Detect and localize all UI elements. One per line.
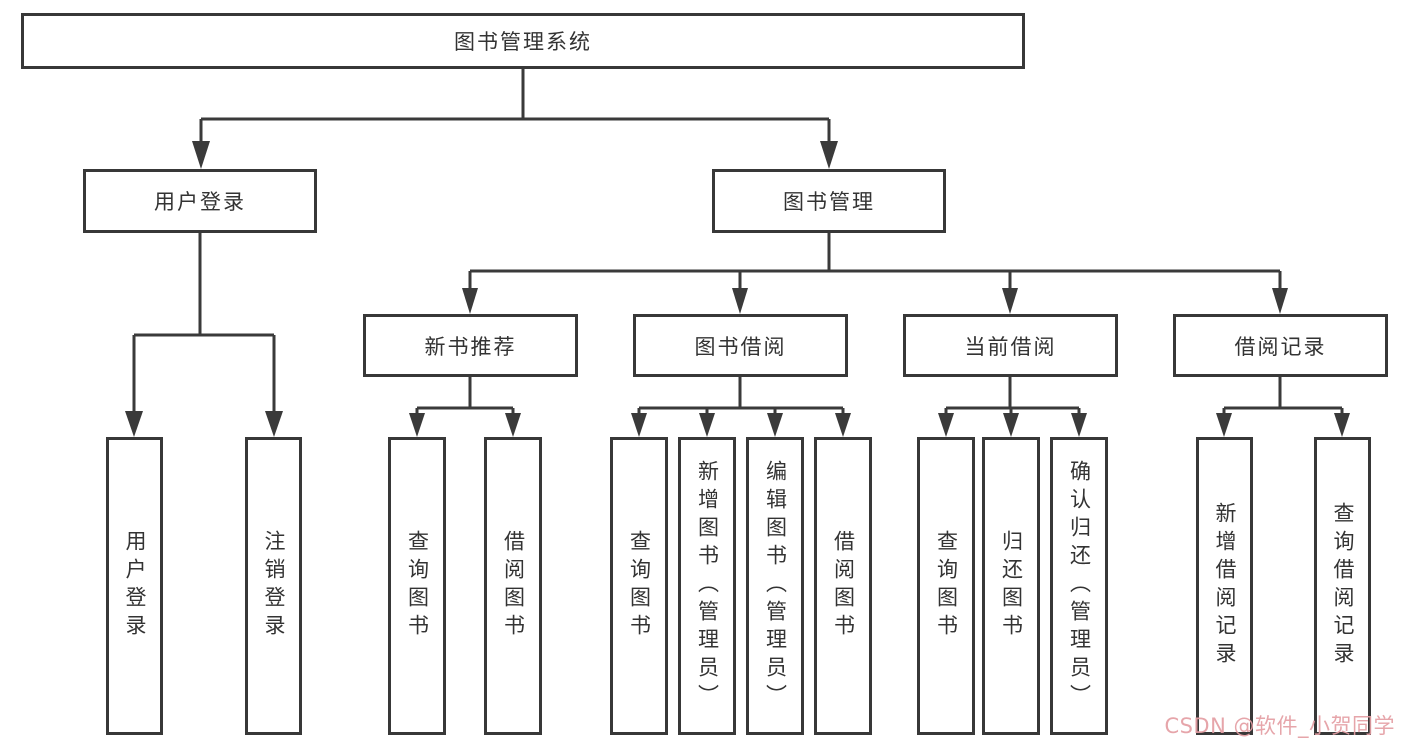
node-root-label: 图书管理系统 <box>454 30 592 54</box>
node-current-borrow: 当前借阅 <box>903 314 1118 377</box>
edge-new-book-rec-to-children <box>409 377 521 437</box>
node-book-mgmt-label: 图书管理 <box>783 190 875 214</box>
node-cb-query-book: 查询图书 <box>917 437 975 735</box>
node-user-login: 用户登录 <box>83 169 317 233</box>
node-root: 图书管理系统 <box>21 13 1025 69</box>
node-cb-query-book-label: 查询图书 <box>934 530 959 642</box>
node-bb-query-book-label: 查询图书 <box>627 530 652 642</box>
node-bb-edit-book: 编辑图书（管理员） <box>746 437 804 735</box>
node-bb-add-book-label: 新增图书（管理员） <box>695 460 720 712</box>
node-nb-borrow-book: 借阅图书 <box>484 437 542 735</box>
edge-book-borrow-to-children <box>631 377 851 437</box>
node-bb-edit-book-label: 编辑图书（管理员） <box>763 460 788 712</box>
node-cb-return-book: 归还图书 <box>982 437 1040 735</box>
edge-user-login-to-children <box>125 233 283 437</box>
node-cb-confirm-return: 确认归还（管理员） <box>1050 437 1108 735</box>
node-book-mgmt: 图书管理 <box>712 169 946 233</box>
watermark: CSDN @软件_小贺同学 <box>1164 714 1395 738</box>
node-borrow-record: 借阅记录 <box>1173 314 1388 377</box>
node-br-add-record: 新增借阅记录 <box>1196 437 1253 735</box>
node-nb-query-book-label: 查询图书 <box>405 530 430 642</box>
node-new-book-rec-label: 新书推荐 <box>424 334 517 359</box>
node-bb-add-book: 新增图书（管理员） <box>678 437 736 735</box>
node-nb-query-book: 查询图书 <box>388 437 446 735</box>
node-logout-label: 注销登录 <box>262 530 286 642</box>
node-new-book-rec: 新书推荐 <box>363 314 578 377</box>
node-bb-query-book: 查询图书 <box>610 437 668 735</box>
node-nb-borrow-book-label: 借阅图书 <box>501 530 526 642</box>
edge-borrow-record-to-children <box>1216 377 1350 437</box>
node-bb-borrow-book: 借阅图书 <box>814 437 872 735</box>
node-user-login-label: 用户登录 <box>154 190 246 214</box>
edge-root-to-level2 <box>192 69 838 169</box>
edge-book-mgmt-to-level3 <box>462 233 1288 314</box>
node-login: 用户登录 <box>106 437 163 735</box>
node-borrow-record-label: 借阅记录 <box>1234 334 1327 359</box>
node-current-borrow-label: 当前借阅 <box>964 334 1057 359</box>
node-login-label: 用户登录 <box>123 530 147 642</box>
node-book-borrow-label: 图书借阅 <box>694 334 787 359</box>
node-logout: 注销登录 <box>245 437 302 735</box>
node-book-borrow: 图书借阅 <box>633 314 848 377</box>
node-bb-borrow-book-label: 借阅图书 <box>831 530 856 642</box>
node-br-query-record: 查询借阅记录 <box>1314 437 1371 735</box>
node-cb-return-book-label: 归还图书 <box>999 530 1024 642</box>
node-br-query-record-label: 查询借阅记录 <box>1331 502 1355 670</box>
node-br-add-record-label: 新增借阅记录 <box>1213 502 1237 670</box>
node-cb-confirm-return-label: 确认归还（管理员） <box>1067 460 1092 712</box>
edge-current-borrow-to-children <box>938 377 1087 437</box>
